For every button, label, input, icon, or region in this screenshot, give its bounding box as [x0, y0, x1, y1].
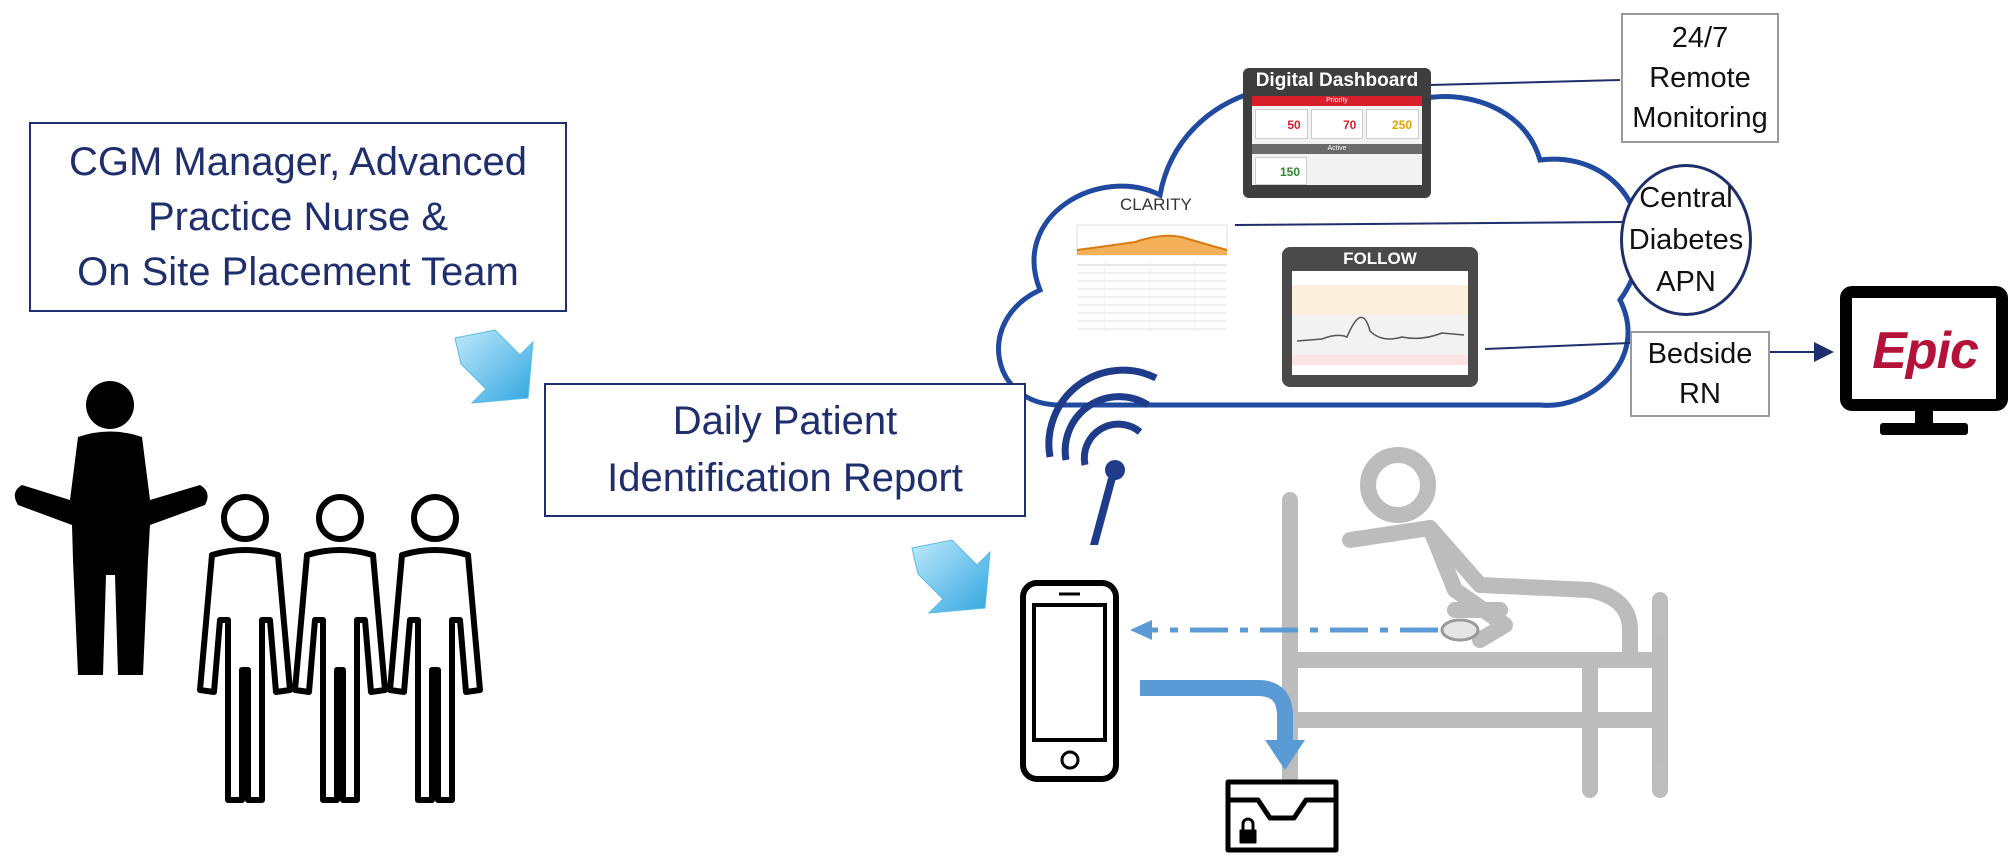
- signal-icon: [1045, 366, 1158, 545]
- team-box-text: CGM Manager, Advanced Practice Nurse & O…: [68, 139, 528, 294]
- connector-lines: [1234, 79, 1834, 362]
- sensor-icon: [1440, 618, 1480, 642]
- epic-logo-text: Epic: [1872, 322, 1979, 380]
- epic-logo: Epic: [1858, 322, 1992, 380]
- dashboard-value-1: 50: [1287, 118, 1301, 132]
- report-box-text: Daily Patient Identification Report: [607, 399, 963, 500]
- dashboard-value-2: 70: [1342, 118, 1357, 132]
- apn-circle: Central Diabetes APN: [1620, 164, 1752, 316]
- apn-circle-text: Central Diabetes APN: [1628, 182, 1744, 298]
- dashboard-value-3: 250: [1391, 118, 1413, 132]
- arrow-icon: [911, 539, 991, 614]
- patient-bed-icon: [1282, 447, 1668, 798]
- inbox-lock-icon: [1225, 779, 1339, 853]
- dashboard-row1-label: Priority: [1252, 96, 1422, 106]
- report-box: Daily Patient Identification Report: [544, 383, 1026, 517]
- bedside-rn-text: Bedside RN: [1647, 338, 1753, 410]
- monitoring-box-text: 24/7 Remote Monitoring: [1632, 22, 1768, 134]
- team-box: CGM Manager, Advanced Practice Nurse & O…: [29, 122, 567, 312]
- bedside-rn-box: Bedside RN: [1630, 331, 1770, 417]
- upload-arrow: [1140, 680, 1305, 770]
- digital-dashboard-screen: Digital Dashboard Priority 50 70 250 Act…: [1243, 68, 1431, 198]
- follow-tablet: FOLLOW: [1282, 247, 1478, 387]
- sensor-signal-arrow: [1130, 620, 1438, 640]
- dashboard-row2-label: Active: [1252, 144, 1422, 154]
- clarity-chart: [1076, 224, 1228, 332]
- dashboard-value-4: 150: [1279, 165, 1300, 179]
- person-icon: [14, 381, 208, 675]
- dashboard-title: Digital Dashboard: [1255, 70, 1419, 91]
- monitor-icon: [1840, 286, 2008, 435]
- monitoring-box: 24/7 Remote Monitoring: [1621, 13, 1779, 143]
- follow-title: FOLLOW: [1343, 249, 1417, 268]
- follow-chart: [1292, 271, 1468, 375]
- clarity-label: CLARITY: [1120, 195, 1192, 214]
- clarity-report: CLARITY: [1075, 195, 1233, 345]
- smartphone-icon: [1020, 580, 1119, 782]
- arrow-icon: [454, 329, 534, 404]
- team-outline-icon: [197, 494, 483, 803]
